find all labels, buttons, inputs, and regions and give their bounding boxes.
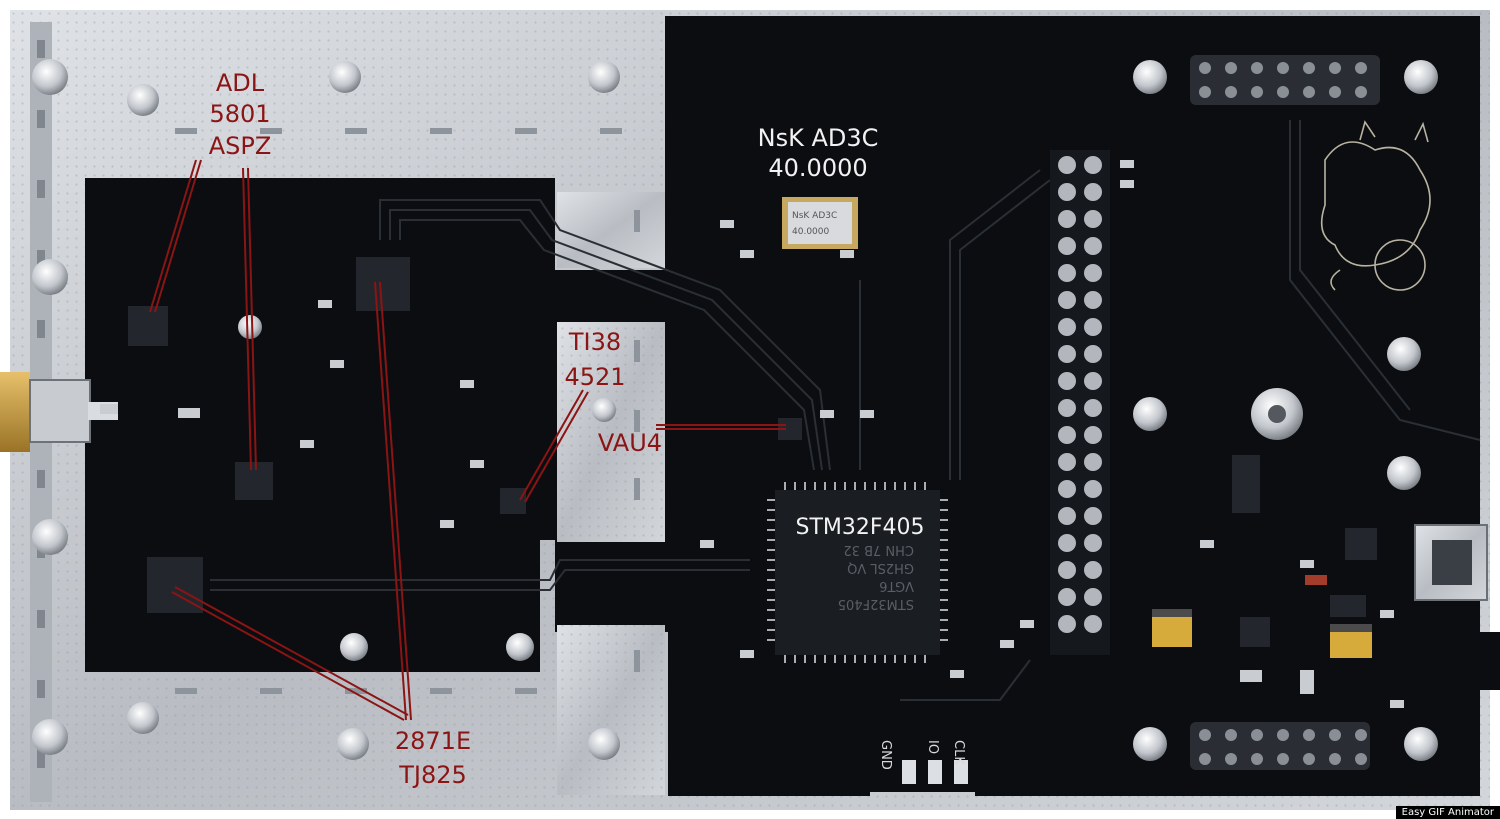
crystal-marking-line2: 40.0000 [792, 227, 829, 237]
aspz-chip [235, 462, 273, 500]
vau4-chip [778, 418, 802, 440]
stm32-mcu: STM32F405 VGT6 GH2SL VQ CHN 7B 32 [767, 482, 948, 663]
cat-silkscreen-art [1320, 120, 1431, 291]
lmx2871-chip-1 [356, 257, 410, 311]
silkscreen-clk: CLK [951, 740, 966, 765]
test-pads [902, 760, 968, 784]
chip-marking-line2: VGT6 [879, 578, 914, 593]
sma-connector [0, 372, 30, 452]
annotation-mcu: STM32F405 [795, 515, 925, 540]
screws [32, 59, 1438, 761]
tantalum-caps [1152, 609, 1372, 658]
adl5801-chip [128, 306, 168, 346]
annotation-oscillator-line1: NsK AD3C [757, 124, 879, 152]
crystal-oscillator: NsK AD3C 40.0000 [782, 197, 858, 249]
annotation-adl-line2: 5801 [209, 100, 271, 128]
pin-header [1050, 150, 1110, 655]
chip-marking-line4: CHN 7B 32 [843, 542, 914, 557]
traces [210, 120, 1481, 701]
annotation-adl-line1: ADL [215, 69, 265, 97]
annotation-vau4: VAU4 [597, 429, 663, 457]
annotation-lines [149, 159, 786, 721]
usb-connector [1414, 524, 1488, 601]
annotation-adl-line3: ASPZ [208, 132, 272, 160]
annotation-ti-line1: TI38 [568, 328, 622, 356]
chip-marking-line3: GH2SL VQ [847, 560, 914, 575]
ti-chip [500, 488, 526, 514]
crystal-marking-line1: NsK AD3C [792, 211, 837, 221]
annotation-lmx-line2: TJ825 [399, 761, 467, 789]
annotation-lmx-line1: 2871E [394, 727, 472, 755]
chip-marking-line1: STM32F405 [838, 596, 914, 611]
passives [100, 160, 1404, 708]
annotation-ti-line2: 4521 [564, 363, 626, 391]
silkscreen-gnd: GND [878, 740, 893, 770]
silkscreen-io: IO [925, 740, 940, 755]
watermark: Easy GIF Animator [1395, 806, 1500, 819]
annotation-oscillator-line2: 40.0000 [768, 154, 868, 182]
ics [128, 257, 1377, 647]
